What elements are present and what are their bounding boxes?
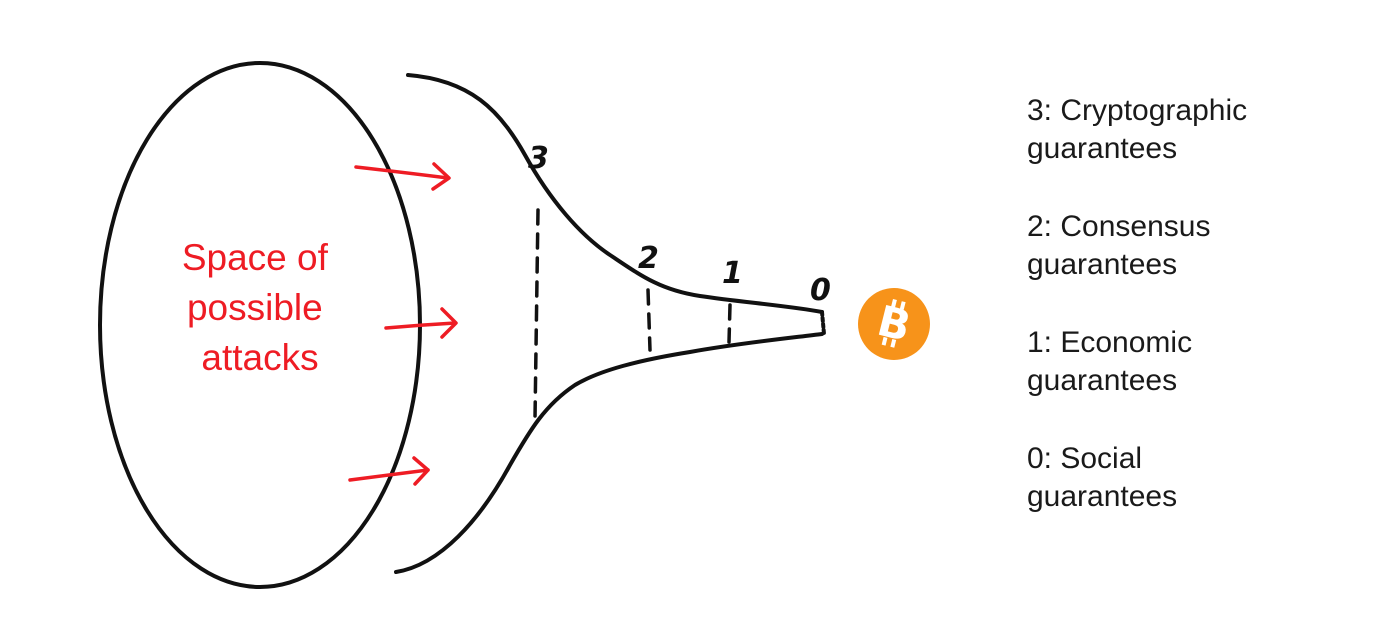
guarantees-legend: 3: Cryptographic guarantees 2: Consensus… (1027, 92, 1367, 556)
attack-arrows (348, 162, 458, 486)
legend-item-economic: 1: Economic guarantees (1027, 324, 1367, 400)
attack-space-label-line-3: attacks (201, 337, 318, 378)
attack-arrow-bottom (348, 456, 430, 486)
legend-item-label: 3: Cryptographic (1027, 94, 1248, 127)
legend-item-social: 0: Social guarantees (1027, 440, 1367, 516)
legend-item-label: 1: Economic (1027, 326, 1193, 359)
attack-arrow-top (354, 162, 451, 191)
attack-space-label-line-1: Space of (182, 237, 329, 278)
legend-item-label: guarantees (1027, 364, 1178, 397)
funnel-mouth-end (820, 310, 826, 336)
stage-marker-2: 2 (638, 241, 659, 276)
stage-marker-3: 3 (528, 141, 549, 176)
attack-arrow-middle (384, 307, 458, 339)
divider-2 (646, 288, 652, 352)
funnel-dividers (533, 208, 732, 420)
funnel-lower-edge (394, 332, 824, 574)
legend-item-label: guarantees (1027, 480, 1178, 513)
funnel-upper-edge (406, 73, 824, 314)
legend-item-label: 0: Social (1027, 442, 1143, 475)
divider-1 (727, 303, 732, 344)
attack-space-label: Space of possible attacks (182, 237, 338, 378)
stage-marker-1: 1 (722, 256, 743, 291)
legend-item-label: guarantees (1027, 248, 1178, 281)
legend-item-cryptographic: 3: Cryptographic guarantees (1027, 92, 1367, 168)
funnel-outline (394, 73, 826, 574)
legend-item-label: guarantees (1027, 132, 1178, 165)
legend-item-label: 2: Consensus (1027, 210, 1211, 243)
bitcoin-icon: B (858, 288, 930, 360)
divider-3 (533, 208, 540, 420)
attack-space-label-line-2: possible (187, 287, 323, 328)
stage-markers: 3 2 1 0 (528, 141, 831, 308)
stage-marker-0: 0 (810, 273, 831, 308)
legend-item-consensus: 2: Consensus guarantees (1027, 208, 1367, 284)
